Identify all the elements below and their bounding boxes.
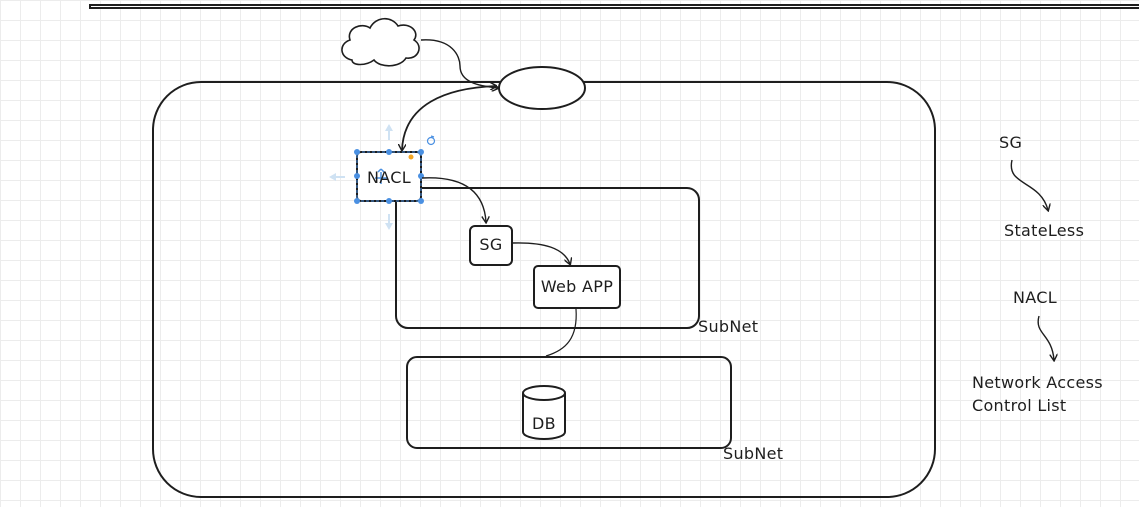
legend-nacl-desc: Network Access Control List [972,373,1103,415]
gateway-nacl-arrow[interactable] [402,86,496,150]
subnet-db-label: SubNet [723,444,784,463]
subnet-db[interactable] [406,356,732,449]
top-bar [89,4,1139,9]
connection-hint-arrows[interactable] [329,124,393,230]
legend-nacl-term: NACL [1013,288,1057,307]
nacl-to-sg-arrow[interactable] [421,177,486,222]
cloud-icon[interactable] [341,17,420,67]
waypoint-handle[interactable] [408,154,414,160]
sg-to-webapp-arrow[interactable] [511,242,570,264]
gateway-node[interactable] [498,66,586,110]
db-label: DB [532,414,556,433]
subnet-app-label: SubNet [698,317,759,336]
sg-label: SG [479,235,503,254]
move-cursor-icon [375,168,387,184]
sg-box[interactable] [469,225,513,266]
selection-handles[interactable] [354,149,424,204]
nacl-label: NACL [367,168,411,187]
cloud-to-gateway-arrow[interactable] [420,39,498,88]
db-cylinder[interactable] [522,385,566,440]
legend-sg-term: SG [999,133,1023,152]
sg-legend-arrow[interactable] [1010,159,1048,210]
rotate-icon[interactable] [426,135,436,146]
webapp-label: Web APP [540,277,614,296]
legend-sg-desc: StateLess [1004,221,1085,240]
nacl-legend-arrow[interactable] [1037,315,1054,360]
webapp-to-db-line[interactable] [545,308,577,357]
subnet-app[interactable] [395,187,700,329]
webapp-box[interactable] [533,265,621,309]
